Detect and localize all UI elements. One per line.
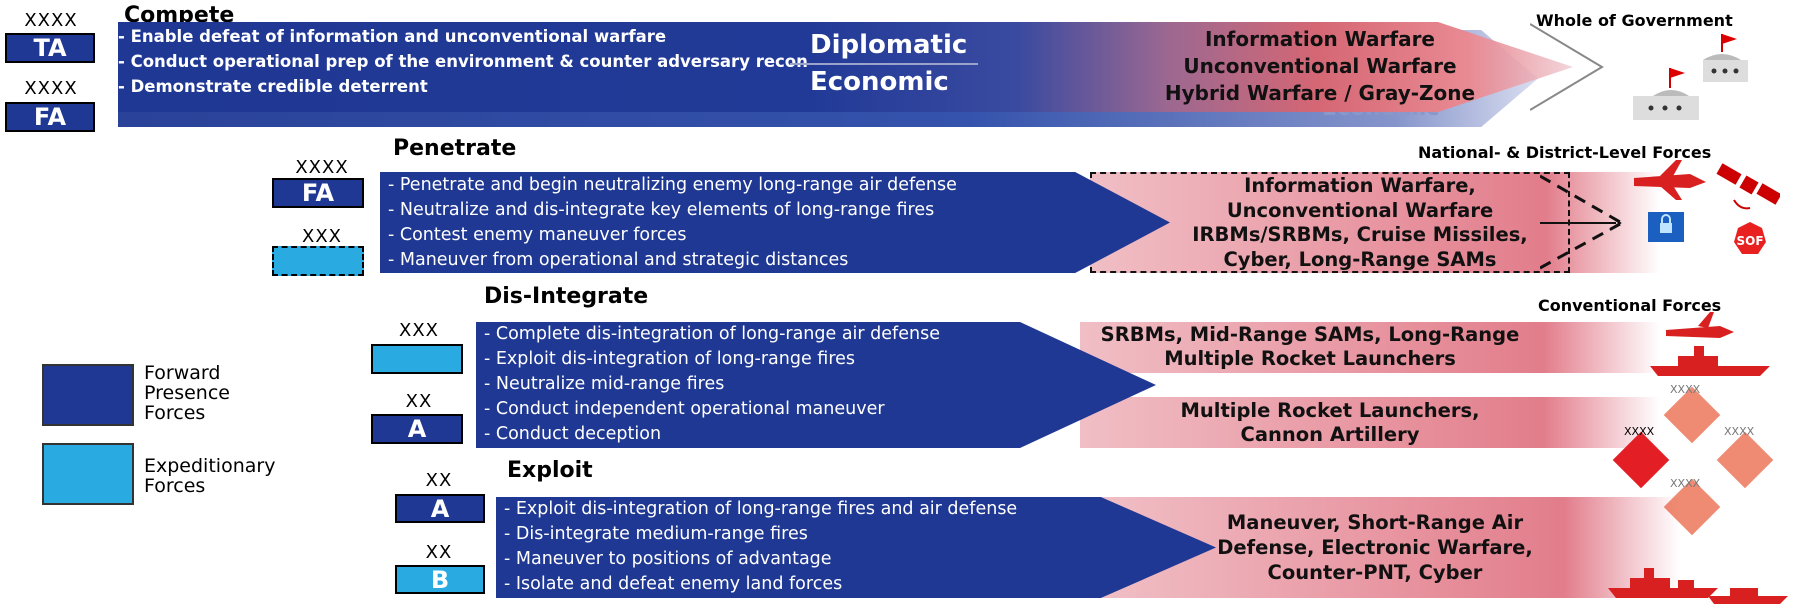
task-item: - Maneuver from operational and strategi… [388, 250, 849, 270]
threat-item: Counter-PNT, Cyber [1267, 561, 1483, 584]
convergence-dashes [1540, 174, 1622, 270]
legend-swatch-expeditionary [42, 443, 134, 505]
exploit-threats: Maneuver, Short-Range Air Defense, Elect… [1210, 510, 1540, 585]
forces-label-national-district: National- & District-Level Forces [1418, 143, 1712, 162]
legend-swatch-forward-presence [42, 364, 134, 426]
sof-icon: SOF [1734, 222, 1766, 254]
echelon-mark: XXXX [295, 157, 349, 178]
task-item: - Conduct operational prep of the enviro… [118, 52, 808, 71]
compete-arrow-tip [1530, 23, 1604, 111]
unit-a: A [371, 414, 463, 444]
threat-item: Hybrid Warfare / Gray-Zone [1164, 81, 1476, 105]
task-item: - Dis-integrate medium-range fires [504, 524, 808, 544]
phase-title-penetrate: Penetrate [393, 136, 517, 161]
forces-label-conventional: Conventional Forces [1538, 296, 1722, 315]
task-item: - Conduct independent operational maneuv… [484, 399, 885, 419]
disintegrate-threat-band-top [1080, 322, 1660, 373]
fighter-jet-icon [1666, 312, 1734, 338]
echelon-mark: XX [425, 470, 453, 491]
unit-b: B [395, 565, 485, 594]
threat-item: Information Warfare [1204, 27, 1435, 51]
threat-item: Cyber, Long-Range SAMs [1223, 247, 1497, 271]
legend-label-forward-presence: Forward Presence Forces [144, 362, 230, 424]
warship-icon [1708, 588, 1788, 604]
unit-ta: TA [5, 33, 95, 63]
threat-item: Multiple Rocket Launchers [1164, 347, 1456, 370]
conventional-forces-icons [1650, 312, 1770, 376]
legend-label-expeditionary: Expeditionary Forces [144, 455, 276, 497]
unit-a: A [395, 494, 485, 523]
threat-item: Maneuver, Short-Range Air [1226, 511, 1524, 534]
threat-item: Information Warfare, [1244, 174, 1476, 197]
enemy-unit-diamond [1716, 431, 1774, 489]
task-item: - Isolate and defeat enemy land forces [504, 574, 843, 594]
disintegrate-task-arrow [476, 322, 1156, 448]
national-forces-icons: SOF [1634, 160, 1780, 254]
svg-text:SOF: SOF [1736, 234, 1763, 248]
disintegrate-threat-band-bottom [1080, 397, 1660, 448]
task-item: - Conduct deception [484, 424, 662, 444]
government-building-icon [1633, 34, 1748, 120]
naval-forces-icons [1608, 568, 1788, 604]
threat-item: SRBMs, Mid-Range SAMs, Long-Range [1100, 323, 1520, 346]
unit-expeditionary [371, 344, 463, 374]
unit-fa: FA [5, 102, 95, 132]
task-item: - Contest enemy maneuver forces [388, 225, 687, 245]
satellite-icon [1716, 163, 1780, 210]
phase-title-disintegrate: Dis-Integrate [484, 284, 649, 309]
task-item: - Penetrate and begin neutralizing enemy… [388, 175, 957, 195]
disintegrate-threats-top: SRBMs, Mid-Range SAMs, Long-Range Multip… [1100, 323, 1520, 371]
fighter-jet-icon [1634, 160, 1706, 200]
threat-item: Cannon Artillery [1240, 423, 1420, 446]
domain-economic: Economic [810, 67, 949, 97]
task-item: - Maneuver to positions of advantage [504, 549, 832, 569]
cyber-lock-icon [1648, 212, 1684, 242]
phase-title-exploit: Exploit [507, 458, 593, 483]
task-item: - Exploit dis-integration of long-range … [504, 499, 1018, 519]
warship-icon [1650, 346, 1770, 376]
echelon-mark: XX [405, 391, 433, 412]
penetrate-task-list: - Penetrate and begin neutralizing enemy… [388, 173, 957, 273]
diamond-echelon-label: XXXX [1670, 477, 1701, 490]
exploit-task-arrow [496, 497, 1216, 598]
threat-item: IRBMs/SRBMs, Cruise Missiles, [1192, 223, 1528, 246]
penetrate-threats: Information Warfare, Unconventional Warf… [1160, 174, 1560, 272]
echelon-mark: XXXX [24, 10, 78, 31]
diamond-echelon-label: XXXX [1724, 425, 1755, 438]
echelon-mark: XXX [399, 320, 439, 341]
threat-item: Defense, Electronic Warfare, [1217, 536, 1533, 559]
echelon-mark: XXX [302, 226, 342, 247]
echelon-mark: XX [425, 542, 453, 563]
compete-threats: Information Warfare Unconventional Warfa… [1140, 26, 1500, 107]
compete-task-list: - Enable defeat of information and uncon… [118, 24, 808, 99]
task-item: - Enable defeat of information and uncon… [118, 27, 667, 46]
task-item: - Demonstrate credible deterrent [118, 77, 428, 96]
threat-item: Unconventional Warfare [1183, 54, 1457, 78]
disintegrate-task-list: - Complete dis-integration of long-range… [484, 322, 940, 447]
unit-expeditionary [272, 246, 364, 276]
penetrate-task-arrow [380, 172, 1170, 273]
task-item: - Exploit dis-integration of long-range … [484, 349, 856, 369]
compete-front-arrow [118, 22, 1573, 112]
forces-label-whole-of-government: Whole of Government [1536, 11, 1733, 30]
threat-item: Unconventional Warfare [1226, 198, 1494, 222]
disintegrate-threats-bottom: Multiple Rocket Launchers, Cannon Artill… [1160, 399, 1500, 447]
task-item: - Complete dis-integration of long-range… [484, 324, 940, 344]
threat-item: Multiple Rocket Launchers, [1180, 399, 1480, 422]
exploit-task-list: - Exploit dis-integration of long-range … [504, 497, 1017, 597]
warship-icon [1608, 568, 1718, 598]
task-item: - Neutralize mid-range fires [484, 374, 725, 394]
task-item: - Neutralize and dis-integrate key eleme… [388, 200, 935, 220]
diamond-echelon-label: XXXX [1624, 425, 1655, 438]
diamond-echelon-label: XXXX [1670, 383, 1701, 396]
domain-diplomatic: Diplomatic [810, 30, 968, 60]
domain-divider [790, 63, 978, 65]
echelon-mark: XXXX [24, 78, 78, 99]
unit-fa: FA [272, 178, 364, 208]
